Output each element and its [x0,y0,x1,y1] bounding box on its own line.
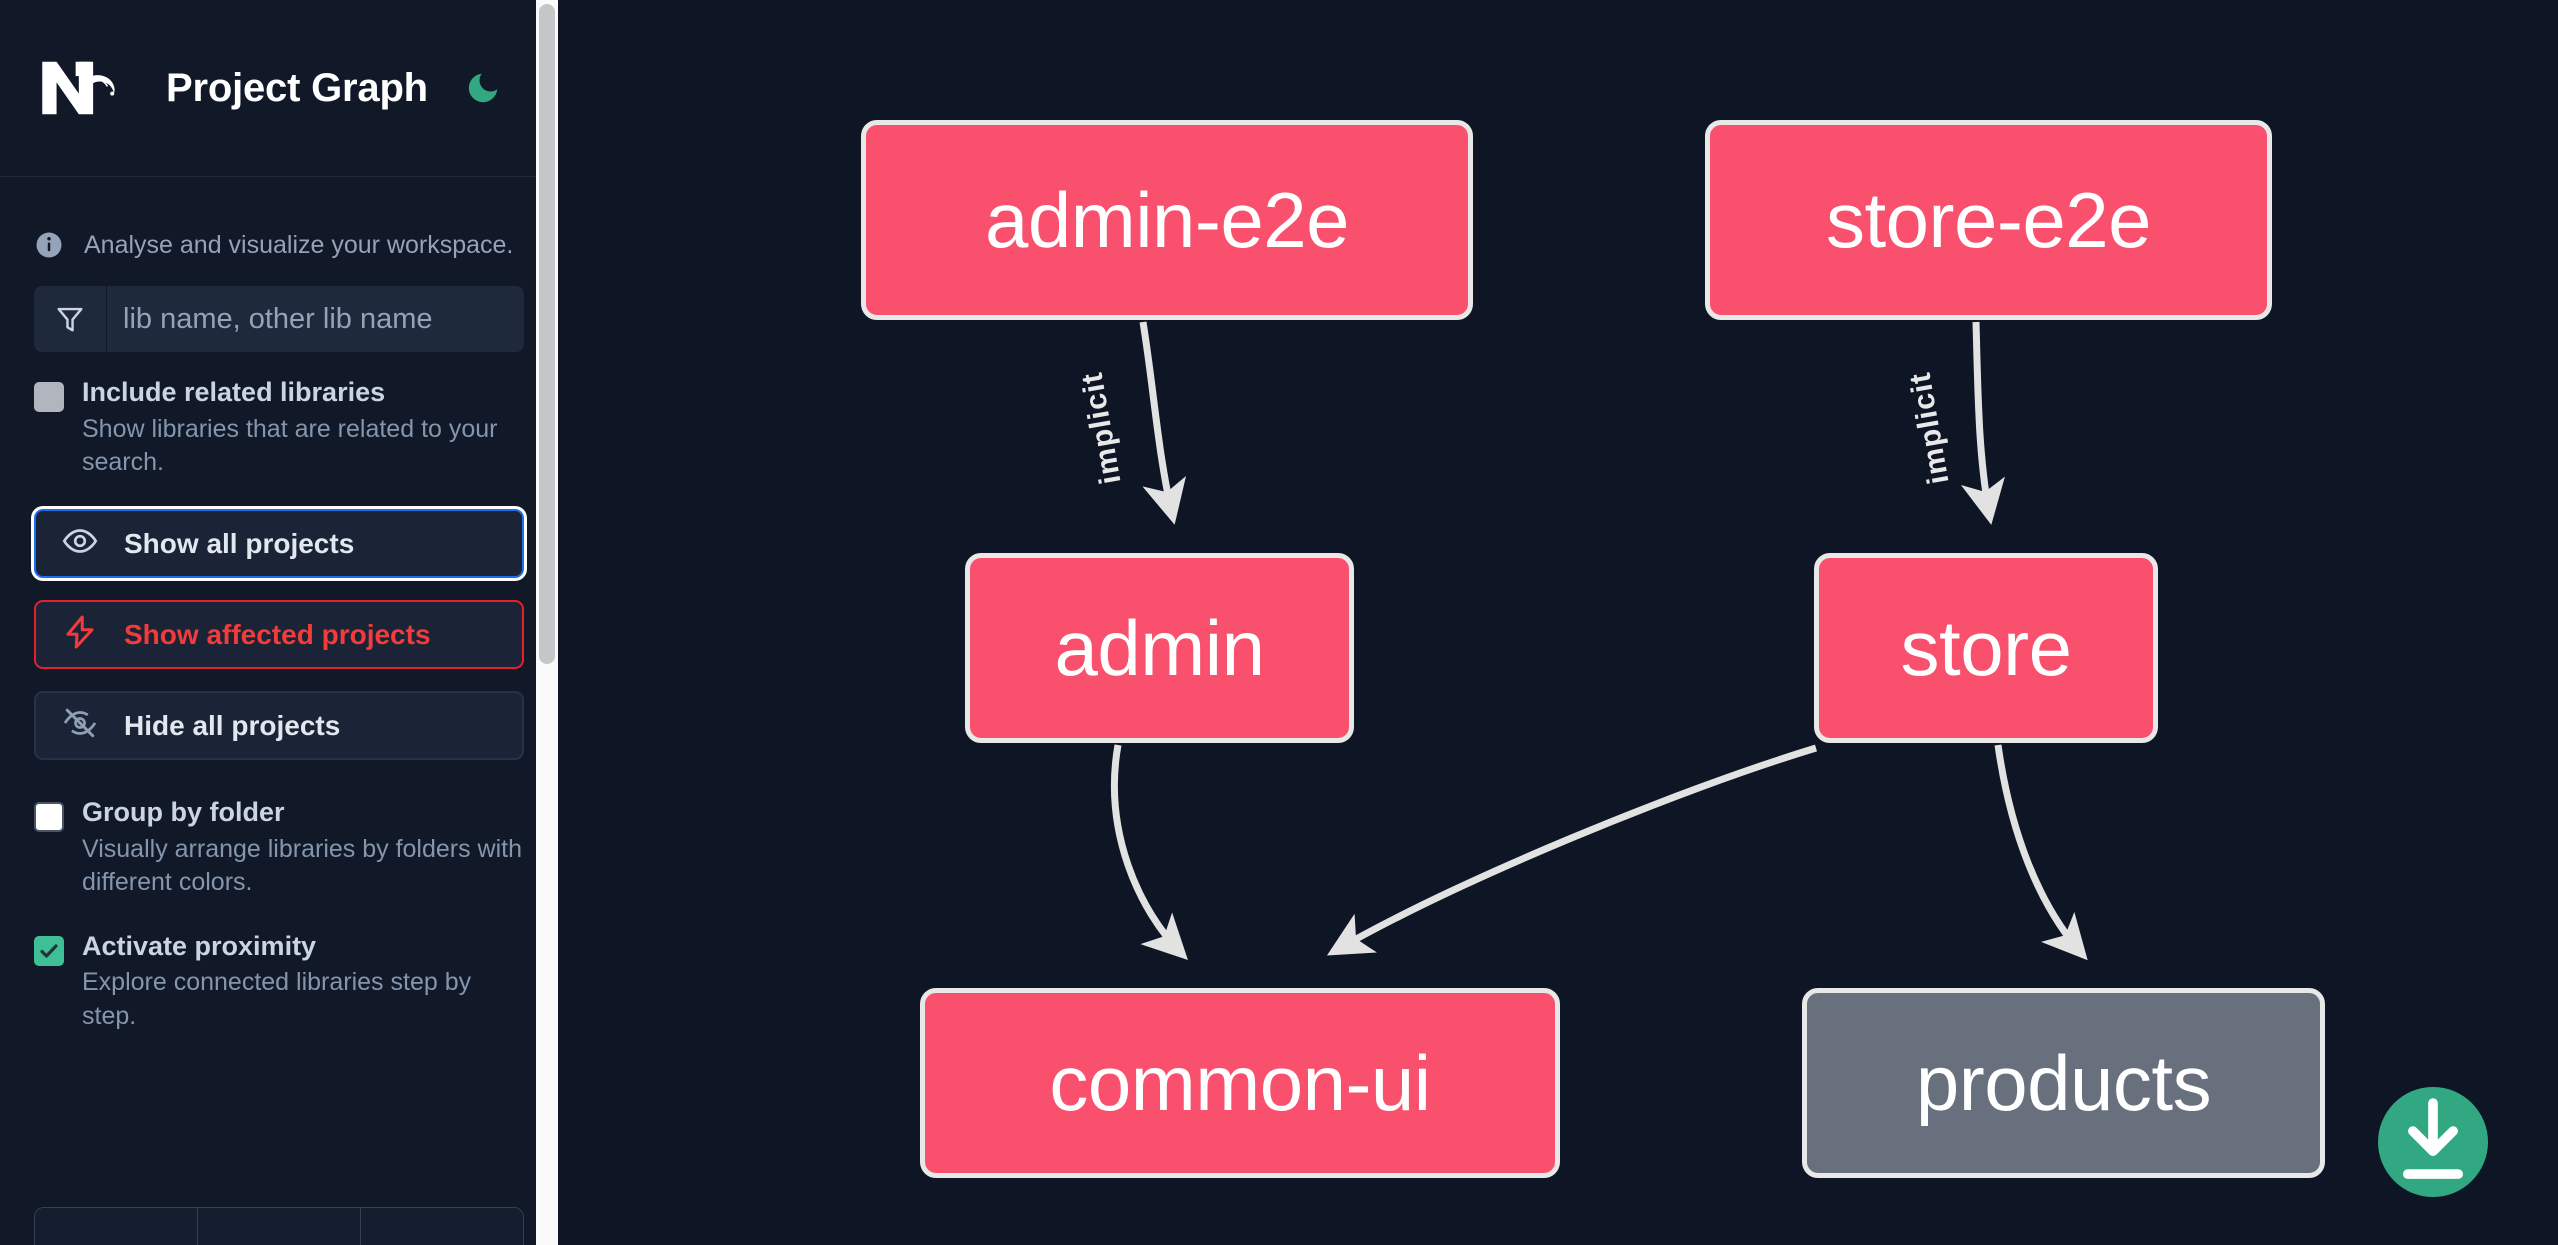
moon-icon[interactable] [462,67,504,109]
option-label: Activate proximity [82,930,317,961]
show-affected-projects-button[interactable]: Show affected projects [34,600,524,670]
funnel-filter-icon [34,286,107,352]
info-circle-icon [34,230,64,260]
edge-store-e2e-to-store [1960,321,2005,525]
option-description: Visually arrange libraries by folders wi… [82,835,523,897]
checkbox-group-by-folder[interactable] [34,802,64,833]
projects-button-group: Show all projects Show affected projects [0,479,558,761]
edge-admin-e2e-to-admin [1139,321,1187,525]
show-all-projects-button[interactable]: Show all projects [34,509,524,579]
sidebar: Project Graph Analyse and visualize your… [0,0,558,1245]
checkbox-include-related-libraries[interactable] [34,382,64,412]
option-activate-proximity[interactable]: Activate proximity Explore connected lib… [0,900,558,1033]
graph-edges [1111,321,2088,961]
graph-node-store[interactable]: store [1814,553,2158,743]
graph-node-admin-e2e[interactable]: admin-e2e [861,120,1473,320]
option-label: Include related libraries [82,377,386,407]
lightning-bolt-icon [62,614,98,655]
edge-store-to-common-ui [1326,744,1818,956]
hide-all-projects-label: Hide all projects [124,709,341,741]
graph-canvas[interactable]: admin-e2e store-e2e admin store common-u… [558,0,2558,1245]
graph-node-admin[interactable]: admin [965,553,1354,743]
download-graph-button[interactable] [2378,1087,2488,1197]
sidebar-info: Analyse and visualize your workspace. [0,177,558,277]
node-label: products [1915,1038,2212,1127]
node-label: common-ui [1049,1038,1431,1127]
segment-option[interactable] [198,1208,361,1245]
eye-off-icon [62,705,98,746]
graph-node-products[interactable]: products [1802,988,2325,1178]
graph-node-common-ui[interactable]: common-ui [920,988,1560,1178]
page-title: Project Graph [166,65,428,110]
search-input[interactable] [107,286,524,352]
sidebar-scrollbar-thumb[interactable] [539,4,555,664]
show-affected-projects-label: Show affected projects [124,618,431,650]
node-label: admin [1054,603,1265,692]
edge-store-to-products [1994,744,2088,961]
sidebar-info-text: Analyse and visualize your workspace. [84,230,514,259]
node-label: admin-e2e [984,175,1350,264]
node-label: store-e2e [1825,175,2152,264]
filter-search-box[interactable] [34,286,524,352]
hide-all-projects-button[interactable]: Hide all projects [34,691,524,761]
show-all-projects-label: Show all projects [124,527,355,559]
edge-admin-to-common-ui [1111,744,1188,960]
bottom-segmented-control[interactable] [34,1207,524,1245]
graph-node-store-e2e[interactable]: store-e2e [1705,120,2272,320]
option-include-related-libraries[interactable]: Include related libraries Show libraries… [0,352,558,479]
checkbox-activate-proximity[interactable] [34,935,64,966]
segment-option[interactable] [361,1208,523,1245]
segment-option[interactable] [35,1208,198,1245]
nx-logo-icon [34,57,130,119]
sidebar-scrollbar[interactable] [536,0,558,1245]
eye-icon [62,523,98,564]
node-label: store [1900,603,2072,692]
option-label: Group by folder [82,797,285,828]
option-description: Explore connected libraries step by step… [82,968,472,1030]
option-description: Show libraries that are related to your … [82,414,498,476]
sidebar-header: Project Graph [0,0,558,177]
option-group-by-folder[interactable]: Group by folder Visually arrange librari… [0,760,558,899]
